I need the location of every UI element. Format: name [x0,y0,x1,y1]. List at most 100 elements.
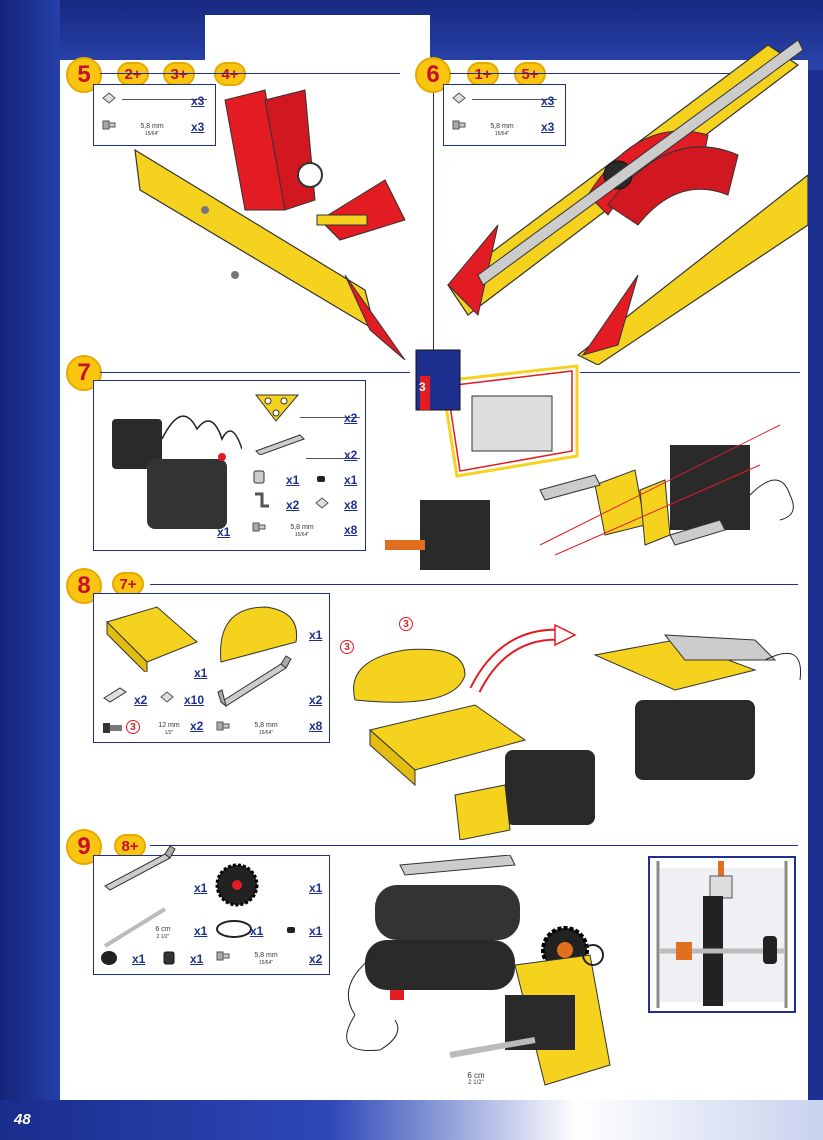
long-bolt-icon [103,723,122,733]
bolt-icon [216,951,230,961]
part-qty: x1 [194,924,208,938]
bolt-icon [102,120,116,130]
part-dimension-sub: 15/64" [144,131,160,137]
reference-inset [415,349,579,478]
parts-box: x3 5,8 mm 15/64" x3 [93,84,216,146]
square-nut-icon [160,691,174,703]
step-divider [100,73,400,74]
part-qty: x3 [541,120,555,134]
parts-line [306,458,360,459]
part-dimension-sub: 1/2" [164,730,174,736]
circled-number: 3 [399,617,413,631]
part-qty: x1 [309,924,323,938]
parts-line [472,99,557,100]
step-divider [150,845,798,846]
axle-dimension: 6 cm [467,1071,485,1080]
part-dimension: 5,8 mm [290,524,314,531]
double-bracket-icon [104,845,176,891]
step-ref: 8+ [114,834,146,858]
step-8-illustration [353,623,802,840]
part-qty: x2 [309,952,323,966]
bolt-icon [252,522,266,532]
part-qty: x1 [250,924,264,938]
step-ref: 7+ [112,572,144,596]
step-number: 7 [66,355,102,391]
gear-icon [215,863,259,907]
parts-box: x3 5,8 mm 15/64" x3 [443,84,566,146]
background-left [0,0,60,1140]
circled-number: 3 [340,640,354,654]
part-qty: x2 [190,719,204,733]
parts-box: x1 x1 x2 x10 x2 3 12 mm 1/2" x2 5,8 mm 1… [93,593,330,743]
flat-strip-icon [255,434,305,455]
part-qty: x2 [309,693,323,707]
part-qty: x1 [132,952,146,966]
collar-icon [163,951,175,965]
grub-screw-icon [317,476,325,482]
part-qty: x8 [344,498,358,512]
step-9-illustration [346,855,611,1086]
square-nut-icon [315,497,329,509]
part-qty: x3 [191,94,205,108]
semicircle-plate-icon [220,606,298,663]
part-qty: x2 [134,693,148,707]
part-dimension-sub: 2 1/2" [156,934,170,940]
step-6-illustration [447,39,808,365]
part-qty: x1 [309,881,323,895]
double-bracket-icon [217,655,292,708]
part-dimension: 5,8 mm [254,722,278,729]
axle-dimension-sub: 2 1/2" [468,1080,484,1086]
step-divider [150,584,798,585]
battery-motor-icon [112,415,242,529]
column-divider [433,73,434,353]
reference-book-number: 3 [419,380,426,394]
part-qty: x1 [194,881,208,895]
part-qty: x1 [344,473,358,487]
part-qty: x1 [194,666,208,680]
bolt-icon [452,120,466,130]
step-divider [100,372,410,373]
circled-number: 3 [126,720,140,734]
part-dimension-sub: 15/64" [294,532,310,538]
step-divider [450,73,760,74]
part-qty: x2 [344,448,358,462]
part-dimension: 5,8 mm [254,952,278,959]
step-number: 9 [66,829,102,865]
flanged-plate-icon [106,606,198,672]
spacer-icon [103,687,127,703]
step-5-illustration [134,89,406,361]
part-dimension-sub: 15/64" [494,131,510,137]
part-dimension: 6 cm [155,926,171,933]
part-qty: x3 [191,120,205,134]
part-dimension: 12 mm [158,722,180,729]
collar-icon [253,470,265,484]
square-nut-icon [452,92,466,104]
part-qty: x1 [217,525,231,539]
bracket-icon [255,492,269,508]
part-dimension: 5,8 mm [140,123,164,130]
step-7-illustration [385,424,794,570]
wheel-icon [101,951,117,965]
part-dimension-sub: 15/64" [258,730,274,736]
axle-icon [103,907,167,948]
part-qty: x10 [184,693,205,707]
page-number: 48 [14,1111,31,1128]
bolt-icon [216,721,230,731]
step-ref: 1+ [467,62,499,86]
part-qty: x1 [190,952,204,966]
part-qty: x8 [309,719,323,733]
parts-line [300,417,360,418]
part-qty: x2 [344,411,358,425]
grub-screw-icon [287,927,295,933]
part-qty: x1 [309,628,323,642]
part-qty: x2 [286,498,300,512]
part-qty: x1 [286,473,300,487]
part-dimension-sub: 15/64" [258,960,274,966]
part-qty: x3 [541,94,555,108]
triangle-plate-icon [254,394,300,422]
part-dimension: 5,8 mm [490,123,514,130]
square-nut-icon [102,92,116,104]
parts-line [122,99,207,100]
parts-box: x1 x2 x2 x1 x1 x2 x8 5,8 mm 15/64" x8 [93,380,366,551]
background-bottom [0,1100,823,1140]
